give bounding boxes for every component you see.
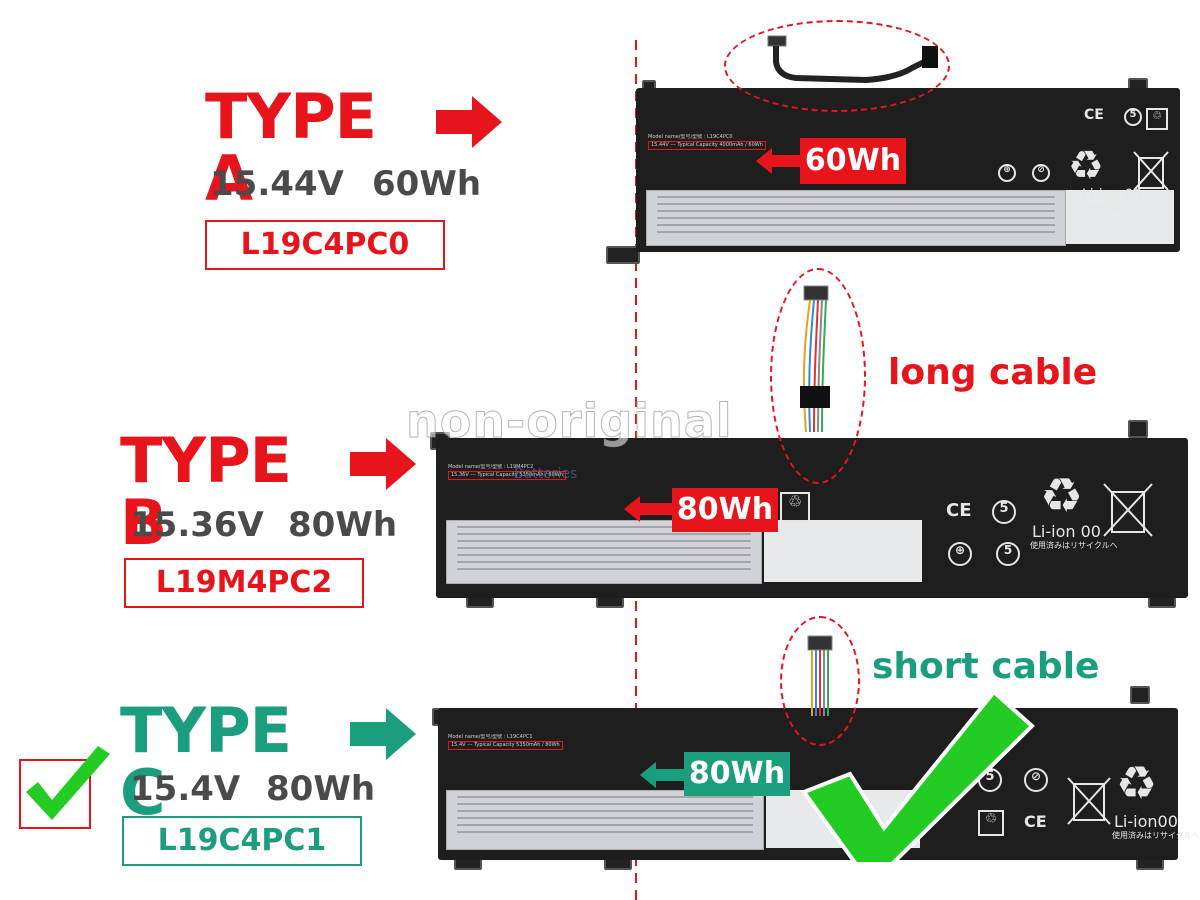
liion-jp-text: 使用済みはリサイクルへ [1082, 203, 1170, 212]
liion-text: Li-ion 00 [1082, 187, 1143, 203]
battery-tab [606, 246, 640, 264]
weee-bin-icon [1067, 777, 1111, 825]
battery-label-white [1066, 190, 1174, 244]
recycle-mark-icon: ♲ [978, 810, 1004, 836]
symbol-icon: ⊕ [948, 542, 972, 566]
type-b-badge-arrow-icon [624, 496, 674, 522]
label-model-line: Model name/型号/型號 : L19M4PC2 [448, 464, 534, 470]
type-a-cable-highlight [724, 20, 950, 112]
type-b-arrow-icon [350, 438, 416, 490]
ce-icon: CE [946, 500, 972, 521]
battery-label-grey [646, 190, 1066, 246]
type-c-badge: 80Wh [684, 752, 790, 796]
type-b-cable-highlight [770, 268, 866, 484]
symbol-icon: ⊘ [1032, 164, 1050, 182]
type-a-title: TYPE A [205, 80, 377, 215]
symbol-icon: ⊕ [998, 164, 1016, 182]
weee-bin-icon [1133, 151, 1169, 191]
big-checkmark-icon [800, 689, 1035, 866]
label-model-line: Model name/型号/型號 : L19C4PC0 [648, 134, 733, 140]
ce-icon: CE [1024, 812, 1047, 831]
type-b-model-box: L19M4PC2 [124, 558, 364, 608]
recycling-icon: ♻ [1116, 756, 1158, 810]
recycle-5-icon: 5 [1124, 108, 1142, 126]
watermark-brand: Batteries [514, 466, 578, 482]
type-a-capacity: 60Wh [372, 164, 482, 204]
type-b-capacity: 80Wh [288, 505, 398, 545]
type-b-badge: 80Wh [672, 488, 778, 532]
type-b-title: TYPE B [120, 424, 292, 559]
liion-jp-text: 使用済みはリサイクルへ [1030, 541, 1118, 550]
long-cable-label: long cable [888, 352, 1098, 393]
type-a-model-box: L19C4PC0 [205, 220, 445, 270]
recycle-mark-icon: ♲ [780, 492, 810, 522]
type-c-capacity: 80Wh [266, 769, 376, 809]
type-c-badge-arrow-icon [640, 762, 688, 788]
recycling-icon: ♻ [1068, 143, 1104, 189]
recycle-mark-icon: ♲ [1146, 108, 1168, 130]
recycle-5-icon: 5 [992, 500, 1016, 524]
battery-label-grey [446, 790, 764, 850]
type-c-arrow-icon [350, 708, 416, 760]
label-spec-line: 15.36V --- Typical Capacity 5350mAh / 80… [448, 471, 566, 480]
type-a-voltage: 15.44V [210, 164, 344, 204]
liion-jp-text: 使用済みはリサイクルへ [1112, 831, 1200, 840]
battery-label-grey [446, 520, 762, 584]
recycle-5b-icon: 5 [996, 542, 1020, 566]
liion-text: Li-ion 00 [1032, 522, 1101, 541]
type-c-model-box: L19C4PC1 [122, 816, 362, 866]
symbol-icon: ⊘ [1024, 768, 1048, 792]
recycling-icon: ♻ [1040, 468, 1084, 524]
label-spec-line: 15.4V --- Typical Capacity 5350mAh / 80W… [448, 741, 563, 750]
battery-tab [1128, 420, 1148, 438]
type-a-arrow-icon [436, 96, 502, 148]
label-model-line: Model name/型号/型號 : L19C4PC1 [448, 734, 533, 740]
short-cable-label: short cable [872, 646, 1100, 687]
type-c-voltage: 15.4V [130, 769, 241, 809]
label-spec-line: 15.44V --- Typical Capacity 4000mAh / 60… [648, 141, 766, 150]
ce-icon: CE [1084, 107, 1104, 123]
type-c-title: TYPE C [120, 694, 292, 829]
type-c-cable-highlight [780, 616, 860, 746]
battery-label-white [764, 520, 922, 582]
type-a-badge: 60Wh [800, 138, 906, 184]
weee-bin-icon [1103, 483, 1153, 537]
type-a-badge-arrow-icon [756, 148, 806, 174]
battery-tab [1130, 686, 1150, 704]
type-b-voltage: 15.36V [130, 505, 264, 545]
liion-text: Li-ion00 [1114, 812, 1178, 831]
type-c-checkbox-icon [19, 746, 110, 829]
watermark-text: non-original [406, 394, 733, 449]
